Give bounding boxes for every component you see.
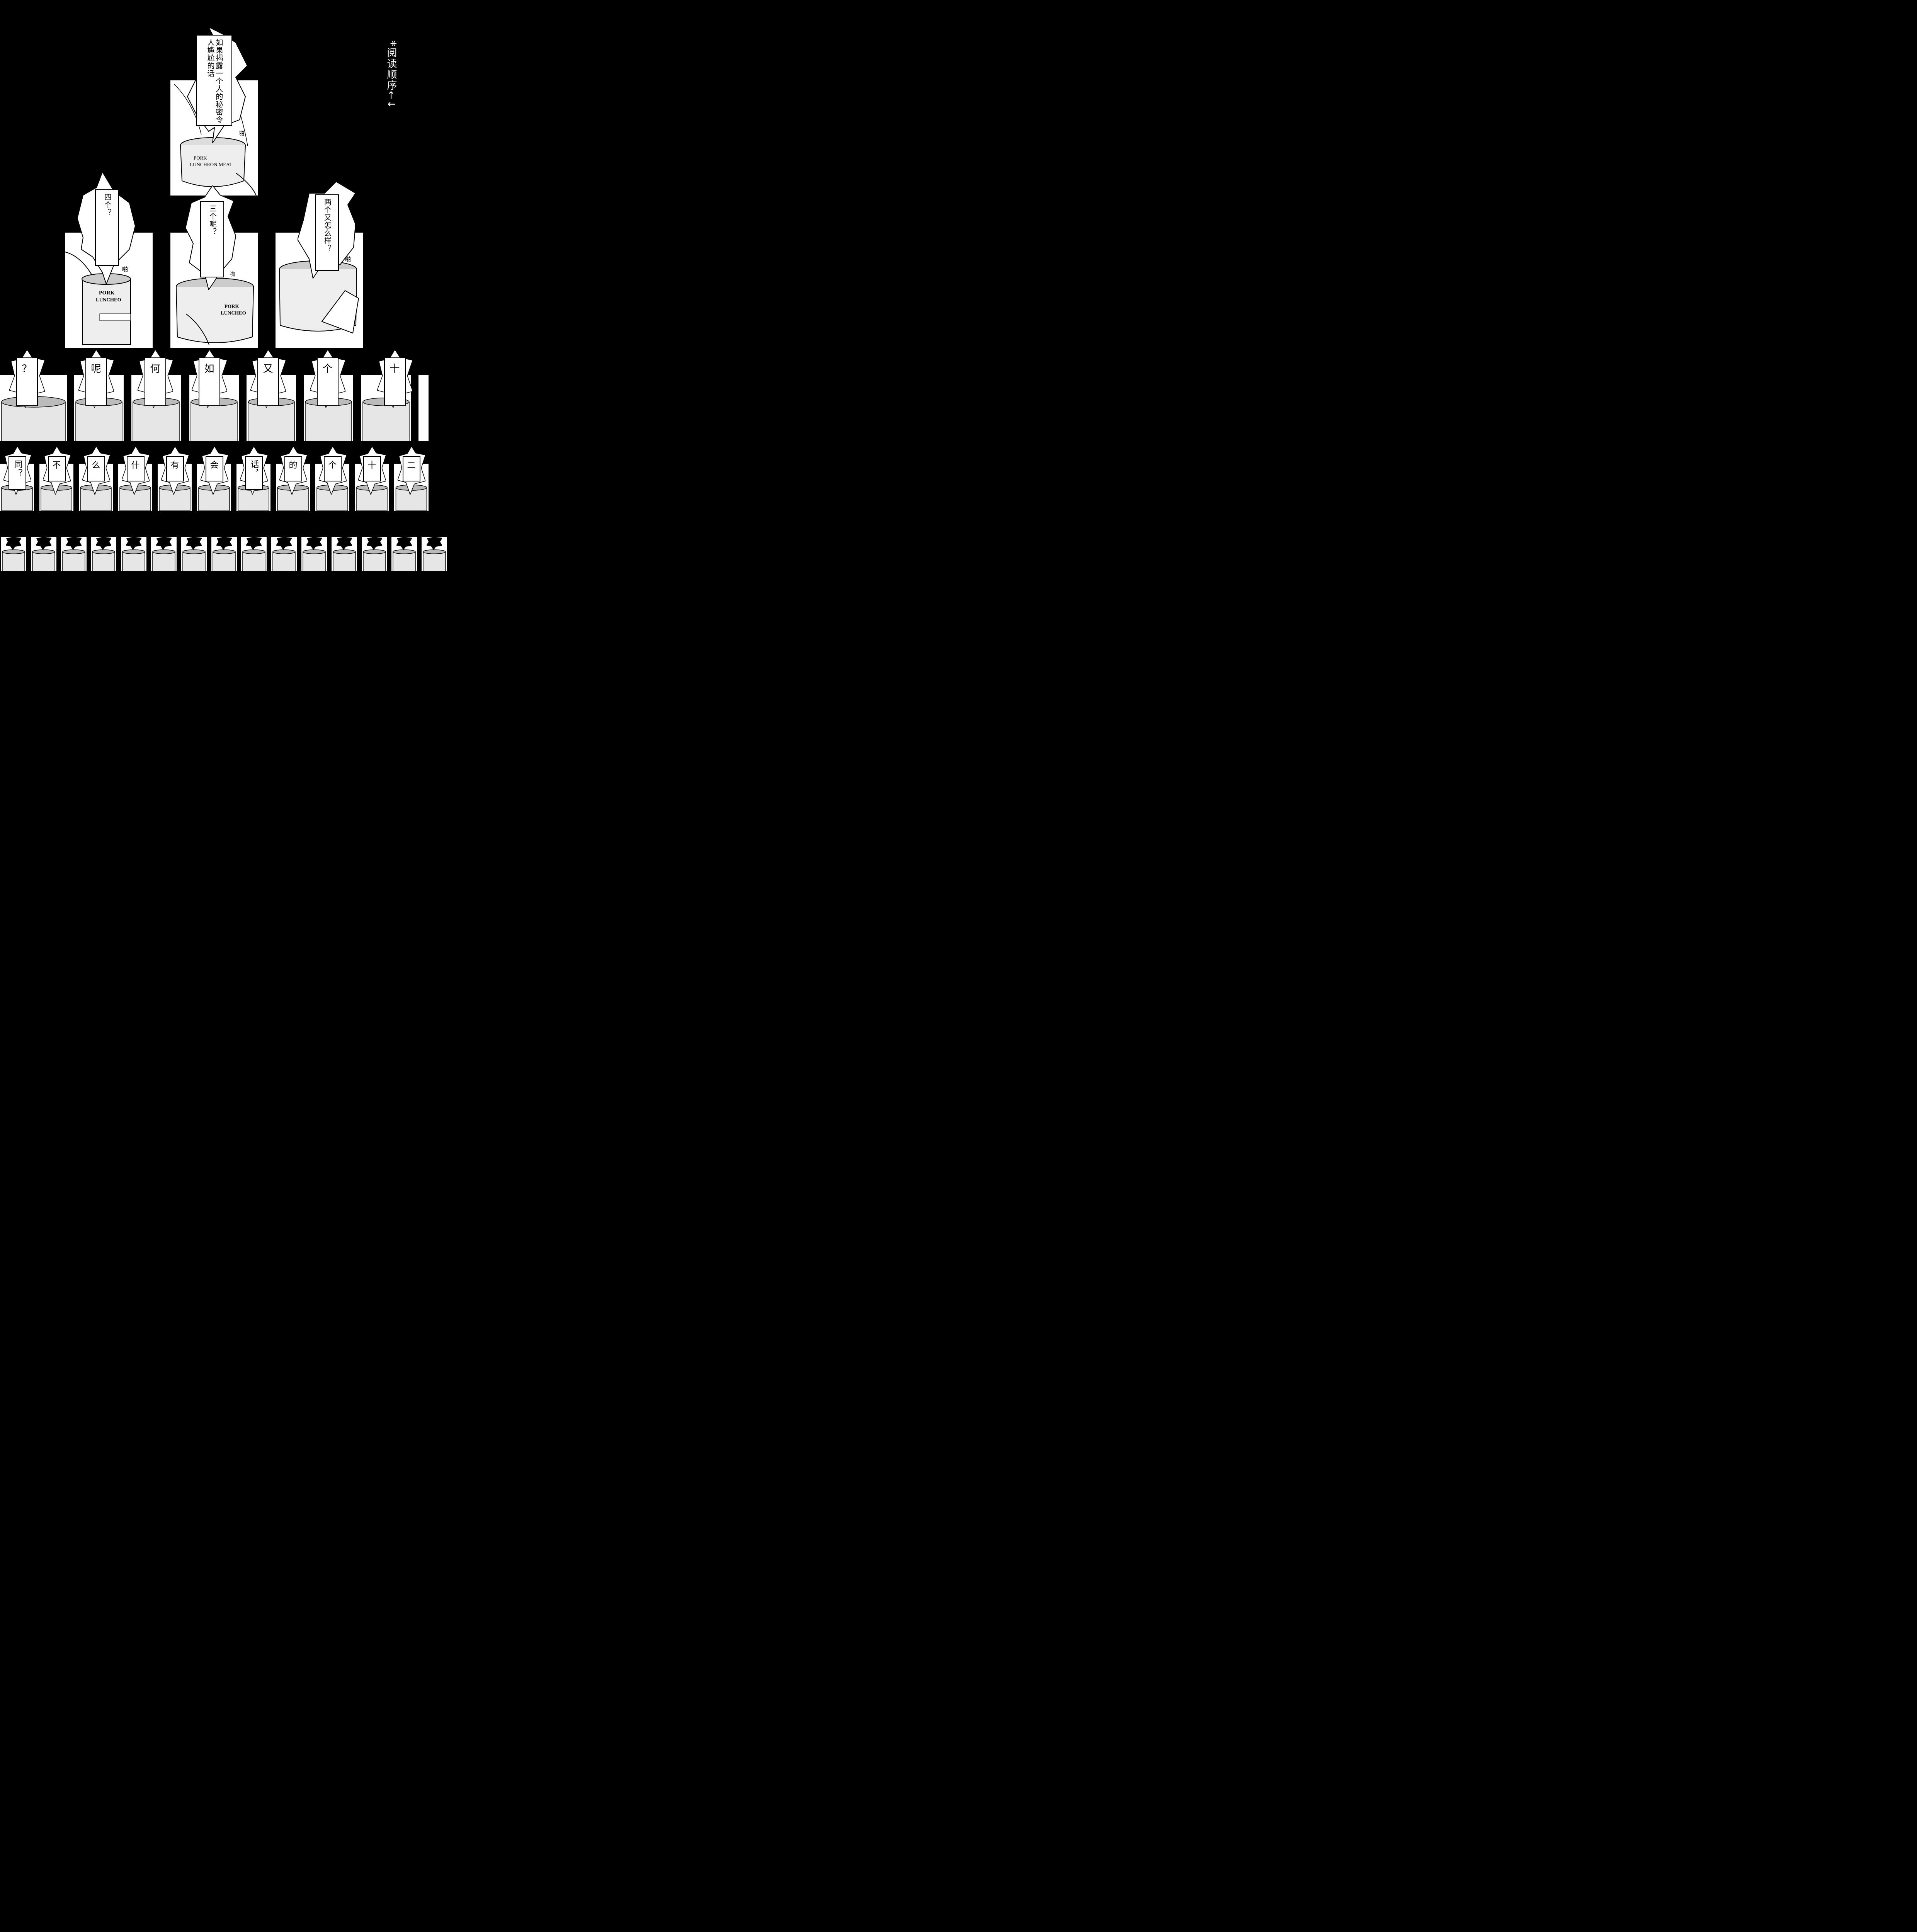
caption-row2-center-text: 三个呢？ (208, 205, 217, 236)
caption-row3: 呢 (85, 357, 107, 406)
caption-row4-text: 个 (328, 461, 337, 470)
can-illustration (92, 549, 116, 571)
caption-row4: 的 (284, 456, 302, 481)
caption-row4: 同？ (9, 456, 26, 490)
reading-order-text: 阅读顺序 (385, 48, 397, 91)
can-illustration (152, 549, 175, 571)
caption-row4: 十 (363, 456, 381, 481)
caption-row4-text: 同？ (12, 460, 22, 478)
dark-burst (306, 536, 322, 549)
dark-burst (96, 536, 112, 549)
can-illustration (62, 549, 85, 571)
svg-text:PORK: PORK (225, 303, 239, 309)
reading-order-arrows: ←↓ (385, 91, 397, 109)
dark-burst (66, 536, 82, 549)
caption-row4: 不 (48, 456, 66, 481)
caption-row3-text: 何 (150, 363, 161, 375)
panel-row5 (61, 537, 87, 571)
can-illustration (362, 549, 386, 571)
caption-row4-text: 话， (249, 460, 259, 478)
caption-row3-text: 又 (263, 363, 274, 375)
caption-top: 如果揭露一个人的秘密令人尴尬的话 (196, 35, 232, 126)
sfx-top: 啪 (238, 130, 245, 137)
can-illustration (182, 549, 206, 571)
asterisk: * (383, 40, 399, 48)
sfx-row2-left: 啪 (122, 266, 128, 273)
svg-text:LUNCHEO: LUNCHEO (96, 297, 121, 303)
sfx-row2-right: 啪 (345, 256, 351, 263)
caption-row3: 十 (384, 357, 406, 406)
panel-row3-edge (418, 375, 429, 441)
caption-row2-center: 三个呢？ (200, 201, 224, 277)
dark-burst (156, 536, 172, 549)
caption-row3-text: 呢 (91, 363, 102, 375)
can-illustration (272, 549, 296, 571)
dark-burst (427, 536, 442, 549)
caption-row3: 个 (317, 357, 338, 406)
caption-row4-text: 会 (210, 461, 219, 470)
dark-burst (276, 536, 292, 549)
caption-row4: 有 (166, 456, 184, 481)
caption-row4: 二 (403, 456, 420, 481)
can-illustration (423, 549, 446, 571)
panel-row5 (331, 537, 357, 571)
can-illustration (393, 549, 416, 571)
caption-row3-text: ？ (22, 363, 32, 375)
caption-row4: 会 (206, 456, 223, 481)
can-illustration (303, 549, 326, 571)
caption-row4-text: 十 (367, 461, 377, 470)
panel-row4 (355, 464, 389, 511)
caption-row2-right: 两个又怎么样？ (315, 194, 339, 271)
can-illustration (277, 485, 309, 511)
svg-text:LUNCHEO: LUNCHEO (221, 310, 246, 316)
reading-order-note: *阅读顺序←↓ (383, 40, 399, 109)
caption-row2-right-text: 两个又怎么样？ (323, 198, 332, 252)
caption-row2-left-text: 四个？ (103, 193, 112, 216)
caption-row4: 么 (87, 456, 105, 481)
caption-row3-text: 如 (204, 363, 215, 375)
caption-row4: 什 (127, 456, 145, 481)
dark-burst (246, 536, 262, 549)
can-illustration (242, 549, 266, 571)
caption-row2-left: 四个？ (95, 189, 119, 266)
caption-row3: ？ (16, 357, 38, 406)
can-illustration (32, 549, 55, 571)
can-illustration (212, 549, 236, 571)
can-illustration (279, 260, 359, 334)
caption-row3: 又 (257, 357, 279, 406)
caption-row4-text: 么 (92, 461, 101, 470)
caption-row3-text: 十 (390, 363, 400, 375)
caption-row4-text: 有 (170, 461, 180, 470)
caption-row4-text: 什 (131, 461, 140, 470)
caption-row4-text: 的 (289, 461, 298, 470)
dark-burst (216, 536, 232, 549)
caption-row3: 如 (199, 357, 220, 406)
can-illustration (356, 485, 388, 511)
panel-row5 (91, 537, 117, 571)
can-illustration (2, 549, 25, 571)
can-illustration (333, 549, 356, 571)
caption-top-text: 如果揭露一个人的秘密令人尴尬的话 (206, 39, 223, 124)
svg-text:PORK: PORK (99, 290, 115, 296)
caption-row3: 何 (145, 357, 166, 406)
panel-row5 (271, 537, 297, 571)
caption-row4-text: 二 (407, 461, 416, 470)
dark-burst (6, 536, 21, 549)
caption-row4: 个 (324, 456, 342, 481)
panel-row5 (391, 537, 417, 571)
dark-burst (186, 536, 202, 549)
svg-text:LUNCHEON MEAT: LUNCHEON MEAT (190, 162, 232, 167)
caption-row3-text: 个 (322, 363, 333, 375)
dark-burst (336, 536, 352, 549)
dark-burst (396, 536, 412, 549)
caption-row4-text: 不 (52, 461, 61, 470)
sfx-row2-center: 啪 (230, 270, 236, 277)
caption-row4: 话， (245, 456, 263, 490)
dark-burst (366, 536, 382, 549)
can-illustration (122, 549, 145, 571)
svg-text:PORK: PORK (194, 155, 207, 161)
can-illustration: PORK LUNCHEO (176, 278, 254, 345)
dark-burst (36, 536, 51, 549)
dark-burst (126, 536, 142, 549)
